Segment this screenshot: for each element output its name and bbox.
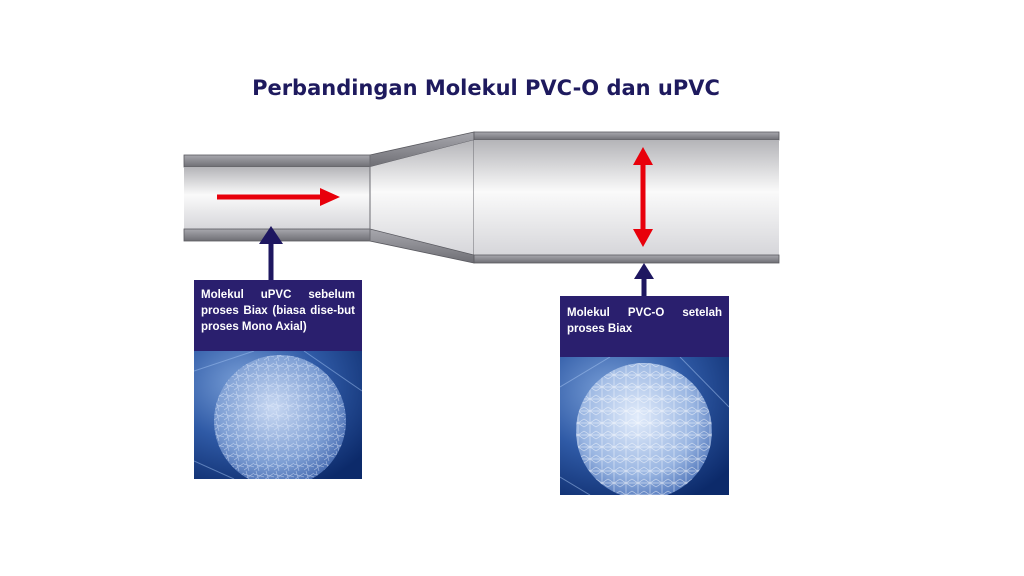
pvco-label: Molekul PVC-O setelah proses Biax [567, 307, 722, 335]
horizontal-molecule-arrow [217, 188, 340, 206]
upvc-label: Molekul uPVC sebelum proses Biax (biasa … [201, 289, 355, 333]
pvco-pointer-arrow [634, 263, 654, 297]
cone-transition [369, 131, 475, 264]
diagram-title: Perbandingan Molekul PVC-O dan uPVC [252, 76, 720, 100]
vertical-molecule-arrow [633, 147, 653, 247]
pvco-micrograph-image [560, 357, 729, 495]
upvc-micrograph-image [194, 351, 362, 479]
upvc-pointer-arrow [259, 226, 283, 281]
upvc-info-card: Molekul uPVC sebelum proses Biax (biasa … [194, 280, 362, 479]
large-pipe [473, 131, 780, 264]
pvco-info-card: Molekul PVC-O setelah proses Biax [560, 296, 729, 495]
